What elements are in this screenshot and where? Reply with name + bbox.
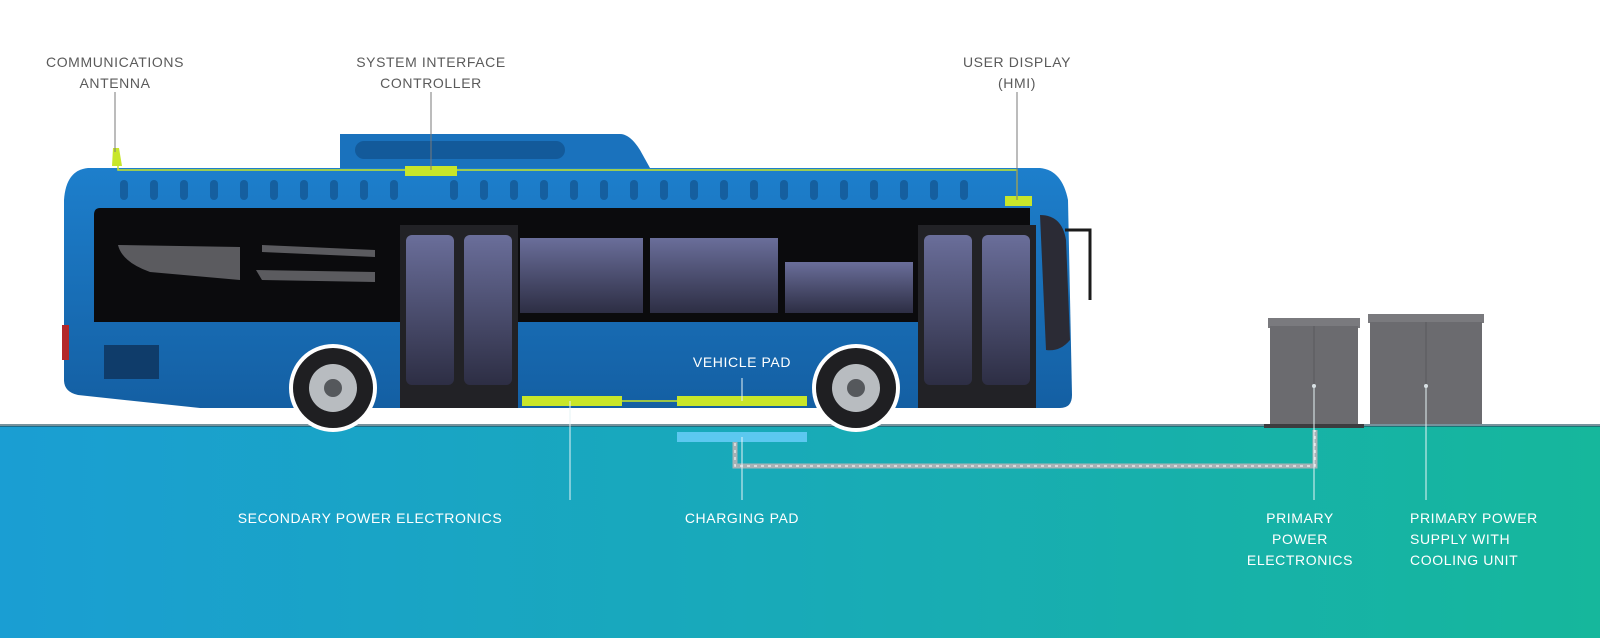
window	[785, 262, 913, 313]
label-system-interface-controller: SYSTEM INTERFACE CONTROLLER	[356, 54, 506, 91]
label-user-display: USER DISPLAY (HMI)	[962, 54, 1072, 91]
label-vehicle-pad: VEHICLE PAD	[692, 354, 792, 370]
label-charging-pad: CHARGING PAD	[684, 510, 800, 526]
label-secondary-power-electronics: SECONDARY POWER ELECTRONICS	[237, 510, 503, 526]
window	[650, 238, 778, 313]
leader-lines	[114, 92, 1018, 200]
label-primary-power-electronics: PRIMARY POWER ELECTRONICS	[1246, 510, 1354, 568]
front-door	[400, 225, 518, 408]
engine-grille	[104, 345, 159, 379]
label-primary-power-supply: PRIMARY POWER SUPPLY WITH COOLING UNIT	[1410, 510, 1538, 568]
rear-wheel	[289, 344, 377, 432]
window	[520, 238, 643, 313]
user-display	[1005, 196, 1032, 206]
system-interface-controller	[405, 166, 457, 176]
secondary-power-electronics	[522, 396, 622, 406]
rear-door	[918, 225, 1036, 408]
antenna	[112, 148, 122, 166]
label-communications-antenna: COMMUNICATIONS ANTENNA	[45, 54, 185, 91]
ground	[0, 426, 1600, 638]
front-wheel	[812, 344, 900, 432]
tail-light	[62, 325, 69, 360]
